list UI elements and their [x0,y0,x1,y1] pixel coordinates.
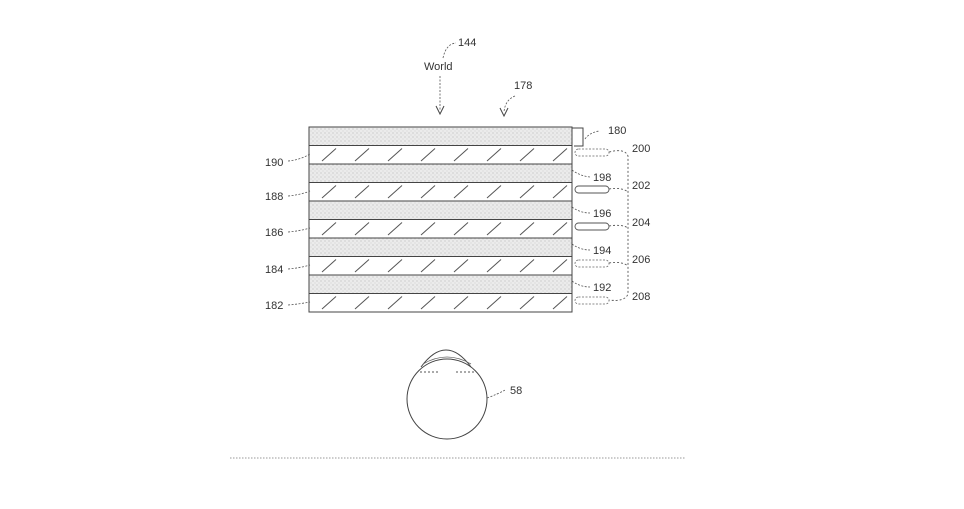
label-180: 180 [608,125,626,137]
eye-icon [407,350,487,439]
leader-182 [288,302,310,305]
leader-192 [572,281,590,287]
layer-182 [309,294,572,313]
label-208: 208 [632,291,650,303]
label-58: 58 [510,385,522,397]
world-arrow-head [436,106,444,114]
label-190: 190 [265,157,283,169]
label-144: 144 [458,37,476,49]
layer-180 [309,127,572,146]
injector-200 [575,149,609,156]
layer-192 [309,275,572,294]
label-200: 200 [632,143,650,155]
leader-180 [585,131,600,139]
label-198: 198 [593,172,611,184]
label-204: 204 [632,217,650,229]
label-202: 202 [632,180,650,192]
layer-198 [309,164,572,183]
label-178: 178 [514,80,532,92]
leader-188 [288,191,310,196]
leader-144 [443,43,456,58]
leader-184 [288,265,310,269]
label-184: 184 [265,264,283,276]
layer-186 [309,220,572,239]
leader-178 [504,96,515,112]
leader-196 [572,207,590,213]
waveguide-stack [309,127,572,312]
label-194: 194 [593,245,611,257]
label-182: 182 [265,300,283,312]
label-192: 192 [593,282,611,294]
leader-58 [487,390,505,398]
injector-202 [575,186,609,193]
layer-184 [309,257,572,276]
layer-194 [309,238,572,257]
leader-190 [288,154,310,161]
leader-186 [288,228,310,232]
injector-206 [575,260,609,267]
top-plate-bracket [572,128,583,146]
label-188: 188 [265,191,283,203]
layer-188 [309,183,572,202]
layer-196 [309,201,572,220]
layer-190 [309,146,572,165]
label-186: 186 [265,227,283,239]
label-206: 206 [632,254,650,266]
injector-connections [609,151,628,301]
injector-204 [575,223,609,230]
leader-194 [572,244,590,250]
injector-208 [575,297,609,304]
label-196: 196 [593,208,611,220]
world-label: World [424,61,453,73]
leader-198 [572,170,590,177]
